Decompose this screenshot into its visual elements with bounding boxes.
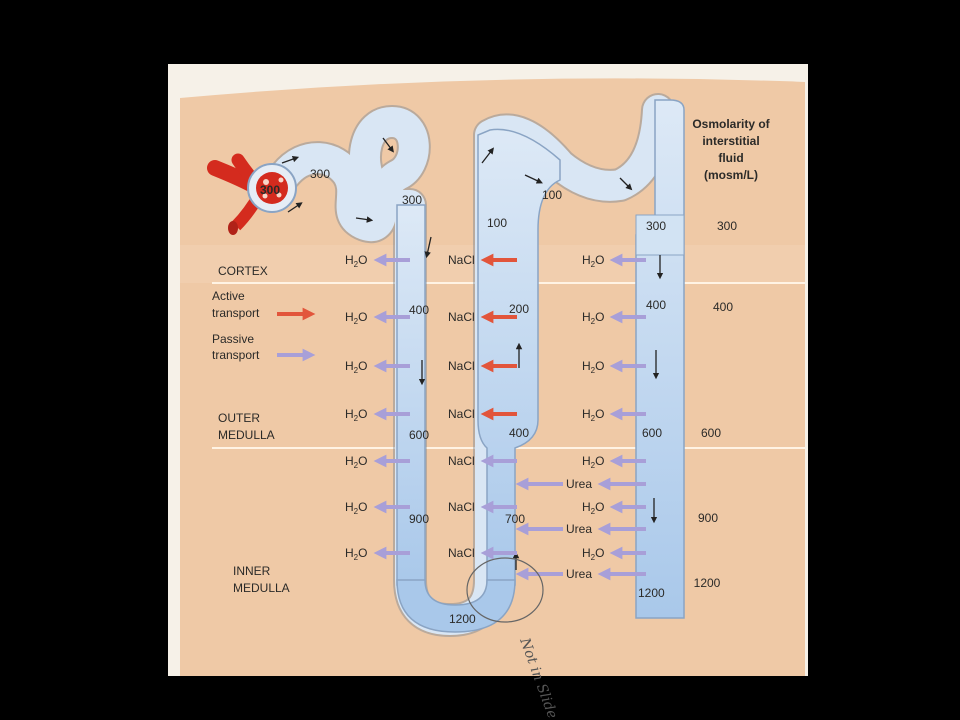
- interstitial-300: 300: [717, 219, 737, 233]
- interstitial-1200: 1200: [694, 576, 721, 590]
- header-line-3: fluid: [718, 151, 743, 165]
- nephron-tubule: [268, 93, 685, 637]
- urea-label-1: Urea: [566, 522, 592, 536]
- zone-cortex: CORTEX: [218, 264, 268, 278]
- value-cd-600: 600: [642, 426, 662, 440]
- value-cd-1200: 1200: [638, 586, 665, 600]
- value-cd-400: 400: [646, 298, 666, 312]
- al-nacl-label-5: NaCl: [448, 500, 475, 514]
- value-al-400: 400: [509, 426, 529, 440]
- legend-passive-2: transport: [212, 348, 260, 362]
- value-dl-900: 900: [409, 512, 429, 526]
- cd-water-label-4: H2O: [582, 454, 604, 470]
- value-al-100: 100: [487, 216, 507, 230]
- header-line-1: Osmolarity of: [692, 117, 770, 131]
- cd-water-label-0: H2O: [582, 253, 604, 269]
- legend-active-1: Active: [212, 289, 245, 303]
- interstitial-400: 400: [713, 300, 733, 314]
- urea-label-0: Urea: [566, 477, 592, 491]
- flow-arrows: [281, 137, 664, 570]
- zone-inner-2: MEDULLA: [233, 581, 290, 595]
- value-bottom: 1200: [449, 612, 476, 626]
- zone-inner-1: INNER: [233, 564, 271, 578]
- al-nacl-label-0: NaCl: [448, 253, 475, 267]
- value-dl-400: 400: [409, 303, 429, 317]
- header-line-2: interstitial: [702, 134, 759, 148]
- value-dct: 100: [542, 188, 562, 202]
- value-pct: 300: [310, 167, 330, 181]
- cd-water-label-3: H2O: [582, 407, 604, 423]
- al-nacl-label-1: NaCl: [448, 310, 475, 324]
- dl-water-label-2: H2O: [345, 359, 367, 375]
- cd-water-label-2: H2O: [582, 359, 604, 375]
- glomerulus: [247, 163, 297, 213]
- value-al-200: 200: [509, 302, 529, 316]
- legend-active-2: transport: [212, 306, 260, 320]
- value-cd-300: 300: [646, 219, 666, 233]
- dl-water-label-5: H2O: [345, 500, 367, 516]
- urea-label-2: Urea: [566, 567, 592, 581]
- zone-labels: CORTEX OUTER MEDULLA INNER MEDULLA: [218, 264, 290, 595]
- zone-outer-1: OUTER: [218, 411, 260, 425]
- legend: Active transport Passive transport: [212, 289, 316, 362]
- interstitial-header: Osmolarity of interstitial fluid (mosm/L…: [692, 117, 770, 182]
- dl-water-label-0: H2O: [345, 253, 367, 269]
- zone-outer-2: MEDULLA: [218, 428, 275, 442]
- al-nacl-label-2: NaCl: [448, 359, 475, 373]
- interstitial-values: 300 400 600 900 1200: [694, 219, 738, 590]
- interstitial-900: 900: [698, 511, 718, 525]
- al-nacl-label-3: NaCl: [448, 407, 475, 421]
- value-dl-600: 600: [409, 428, 429, 442]
- header-line-4: (mosm/L): [704, 168, 758, 182]
- interstitial-600: 600: [701, 426, 721, 440]
- value-al-700: 700: [505, 512, 525, 526]
- tubule-values: 300 300 400 600 900 1200 700 400 200 100…: [310, 167, 666, 626]
- value-dl-top: 300: [402, 193, 422, 207]
- al-nacl-label-6: NaCl: [448, 546, 475, 560]
- al-nacl-label-4: NaCl: [448, 454, 475, 468]
- cd-water-label-1: H2O: [582, 310, 604, 326]
- cd-water-label-5: H2O: [582, 500, 604, 516]
- dl-water-label-1: H2O: [345, 310, 367, 326]
- legend-passive-1: Passive: [212, 332, 254, 346]
- dl-water-label-3: H2O: [345, 407, 367, 423]
- dl-water-label-6: H2O: [345, 546, 367, 562]
- dl-water-label-4: H2O: [345, 454, 367, 470]
- transport-layer: H2OH2OH2OH2OH2OH2OH2ONaClNaClNaClNaClNaC…: [345, 253, 646, 581]
- glomerulus-value: 300: [260, 183, 280, 197]
- cd-water-label-6: H2O: [582, 546, 604, 562]
